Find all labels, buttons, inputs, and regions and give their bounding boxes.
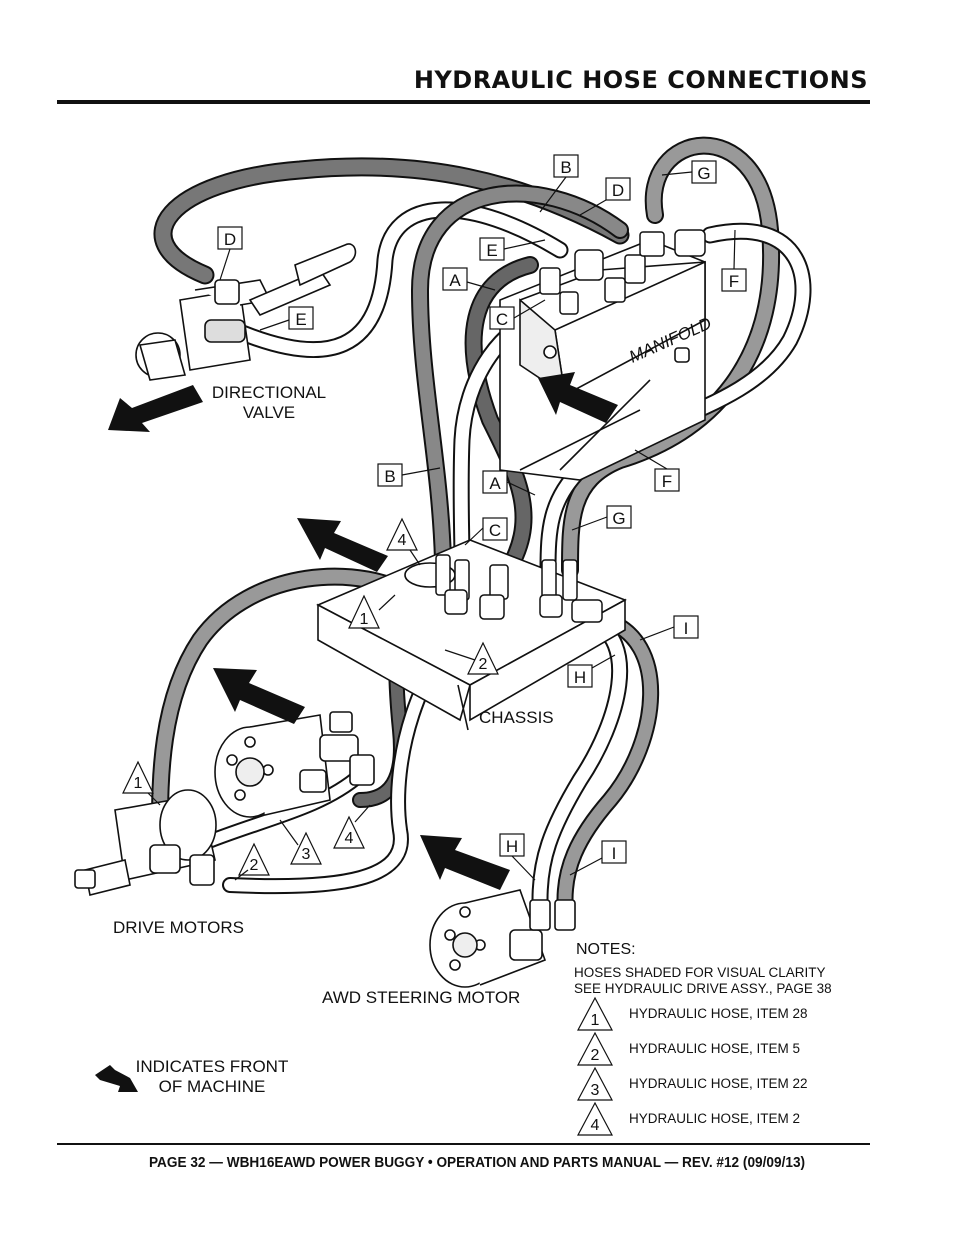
notes-title: NOTES:: [576, 941, 636, 958]
awd-steering-motor: [429, 889, 576, 988]
callout-a-mid: A: [489, 474, 501, 493]
triangle-3-mid: 3: [302, 846, 311, 863]
note-item-4-text: HYDRAULIC HOSE, ITEM 2: [629, 1111, 800, 1126]
callout-e-left: E: [295, 310, 306, 329]
front-indicator-label-2: OF MACHINE: [159, 1077, 266, 1096]
directional-valve: [135, 243, 357, 381]
triangle-1-top: 1: [360, 611, 369, 628]
callout-g-top: G: [697, 164, 710, 183]
note-item-2-num: 2: [591, 1047, 600, 1064]
note-item-3-num: 3: [591, 1082, 600, 1099]
triangle-callouts: [122, 517, 499, 881]
page-footer: PAGE 32 — WBH16EAWD POWER BUGGY • OPERAT…: [148, 1155, 806, 1171]
note-item-1-text: HYDRAULIC HOSE, ITEM 28: [629, 1006, 808, 1021]
footer-rule: [57, 1143, 870, 1145]
drive-motors-label: DRIVE MOTORS: [113, 918, 244, 937]
front-indicator-label-1: INDICATES FRONT: [136, 1057, 289, 1076]
arrow-awd: [420, 835, 510, 890]
arrow-drive-motors: [213, 668, 305, 724]
callouts: [217, 154, 747, 881]
note-item-2-text: HYDRAULIC HOSE, ITEM 5: [629, 1041, 800, 1056]
callout-d-left: D: [224, 230, 236, 249]
notes-line-1: HOSES SHADED FOR VISUAL CLARITY: [574, 965, 826, 980]
triangle-2-low: 2: [250, 857, 259, 874]
callout-a-top: A: [449, 271, 461, 290]
front-arrows: [95, 372, 618, 1092]
directional-valve-label-2: VALVE: [243, 403, 295, 422]
notes: NOTES: HOSES SHADED FOR VISUAL CLARITY S…: [574, 941, 832, 1136]
triangle-numbers: 4 1 2 1 3 2 4: [134, 532, 488, 874]
arrow-directional-valve: [108, 385, 203, 432]
callout-i-mid: I: [684, 619, 689, 638]
callout-f-right: F: [729, 272, 739, 291]
note-item-4-num: 4: [591, 1117, 600, 1134]
arrow-manifold: [538, 372, 618, 423]
callout-i-low: I: [612, 844, 617, 863]
note-item-3-text: HYDRAULIC HOSE, ITEM 22: [629, 1076, 808, 1091]
callout-h-low: H: [506, 837, 518, 856]
callout-b-mid: B: [384, 467, 395, 486]
callout-e-mid: E: [486, 241, 497, 260]
awd-steering-motor-label: AWD STEERING MOTOR: [322, 988, 520, 1007]
header-rule: [57, 100, 870, 104]
callout-f-mid: F: [662, 472, 672, 491]
callout-letters: B D G D E A F E C B A F C G I H H I: [224, 158, 739, 863]
middle-drive-motor: [214, 711, 375, 818]
triangle-4-top: 4: [398, 532, 407, 549]
chassis-fittings: [435, 554, 603, 623]
triangle-4-low: 4: [345, 830, 354, 847]
notes-line-2: SEE HYDRAULIC DRIVE ASSY., PAGE 38: [574, 981, 832, 996]
arrow-legend: [95, 1065, 138, 1092]
page-title: HYDRAULIC HOSE CONNECTIONS: [413, 66, 868, 94]
chassis-label: CHASSIS: [479, 708, 554, 727]
triangle-2-mid: 2: [479, 656, 488, 673]
callout-b-top: B: [560, 158, 571, 177]
arrow-chassis-top: [297, 518, 388, 572]
left-drive-motor: [74, 789, 217, 896]
directional-valve-label-1: DIRECTIONAL: [212, 383, 326, 402]
note-item-1-num: 1: [591, 1012, 600, 1029]
callout-c-top: C: [496, 310, 508, 329]
callout-c-mid: C: [489, 521, 501, 540]
callout-d-top: D: [612, 181, 624, 200]
callout-g-mid: G: [612, 509, 625, 528]
triangle-1-left: 1: [134, 775, 143, 792]
manifold-fittings: [539, 229, 706, 315]
callout-h-mid: H: [574, 668, 586, 687]
